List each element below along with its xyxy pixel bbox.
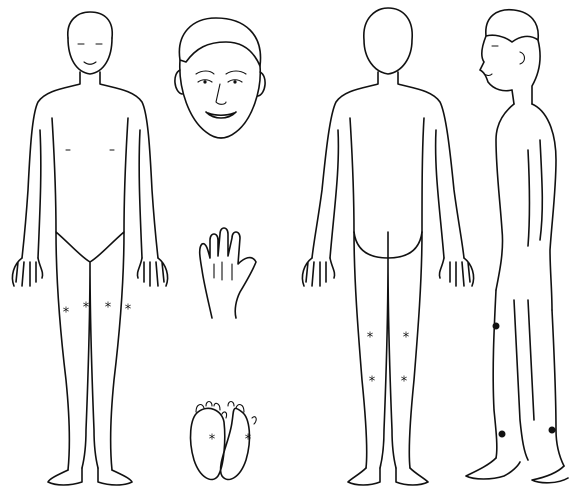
back-marker-2: *	[403, 331, 410, 346]
face-eyebrows	[196, 71, 246, 74]
front-head	[68, 38, 112, 74]
back-feet	[348, 468, 428, 485]
side-legs	[493, 290, 564, 466]
back-legs	[354, 232, 422, 468]
back-right-hand	[439, 258, 473, 286]
face-ears	[175, 70, 265, 96]
sole-marker-2: *	[245, 433, 252, 448]
hand-finger-lines	[214, 262, 232, 280]
back-marker-3: *	[369, 375, 376, 390]
back-inner-arms	[330, 118, 444, 258]
back-marker-1: *	[367, 331, 374, 346]
back-buttocks	[354, 232, 422, 258]
side-face	[484, 46, 525, 76]
side-marker-dot-1	[493, 323, 500, 330]
front-marker-3: *	[105, 301, 112, 316]
front-feet	[48, 468, 132, 485]
face-closeup-figure	[175, 18, 265, 138]
left-sole	[191, 408, 225, 479]
front-torso-outline	[22, 72, 158, 258]
side-hair	[486, 10, 538, 42]
face-nose	[216, 84, 226, 104]
side-head	[480, 36, 540, 104]
front-marker-4: *	[125, 303, 132, 318]
front-left-hand	[12, 258, 42, 286]
soles-closeup-figure: * *	[191, 402, 257, 480]
sole-marker-1: *	[209, 433, 216, 448]
front-face-mouth	[84, 62, 96, 64]
side-feet	[466, 458, 568, 483]
face-right-pupil	[233, 80, 236, 83]
front-right-hand	[137, 258, 167, 286]
front-inner-arms	[38, 118, 142, 258]
back-body-figure	[302, 8, 473, 485]
back-left-hand	[302, 258, 334, 286]
front-marker-1: *	[63, 306, 70, 321]
side-torso	[496, 104, 556, 310]
side-marker-dot-2	[499, 431, 506, 438]
back-head	[364, 8, 412, 74]
back-marker-4: *	[401, 375, 408, 390]
hand-outline	[200, 228, 256, 318]
front-marker-2: *	[83, 301, 90, 316]
back-leg-markers: * * * *	[367, 331, 410, 390]
side-arm	[528, 140, 542, 246]
front-hair	[68, 12, 112, 38]
front-legs	[56, 232, 124, 470]
face-hair	[179, 18, 260, 66]
side-body-figure	[466, 10, 568, 483]
face-mouth	[206, 112, 236, 118]
hand-closeup-figure	[200, 228, 256, 318]
side-marker-dot-3	[549, 427, 556, 434]
face-left-pupil	[203, 80, 206, 83]
face-outline	[180, 60, 260, 138]
front-body-figure	[12, 12, 167, 485]
